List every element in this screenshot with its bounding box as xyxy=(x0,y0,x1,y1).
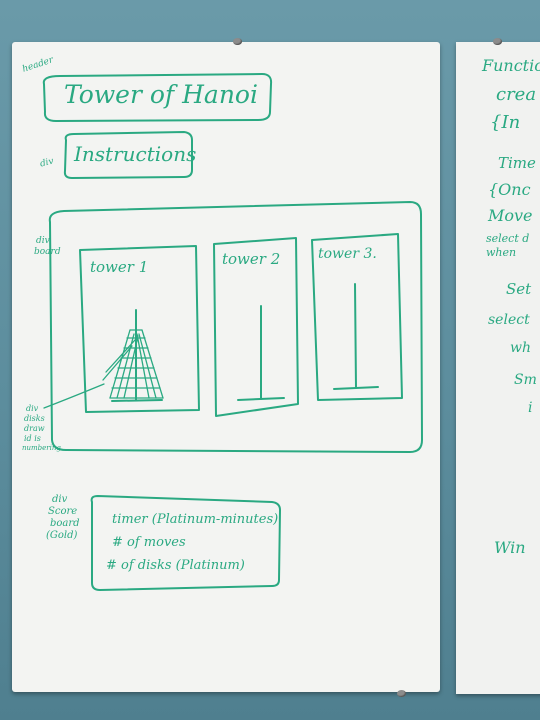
right-line: Time xyxy=(498,154,536,172)
pin xyxy=(493,38,502,45)
disks-annotation-line-1: div xyxy=(26,404,39,413)
title-box xyxy=(42,73,273,122)
title-text: Tower of Hanoi xyxy=(64,80,258,109)
pin xyxy=(397,690,406,697)
right-line: select d xyxy=(486,232,530,245)
tower-3-rod xyxy=(354,283,357,389)
score-annotation-line-4: (Gold) xyxy=(46,530,78,541)
disks-annotation-line-2: disks xyxy=(24,414,45,423)
disks-annotation-line-5: numbering xyxy=(22,444,61,452)
instructions-text: Instructions xyxy=(74,142,197,166)
right-line: select xyxy=(488,312,530,328)
tower-2-base xyxy=(237,397,285,401)
score-box xyxy=(90,495,281,591)
board-annotation-line-2: board xyxy=(34,247,61,257)
tower-2-box xyxy=(213,237,299,417)
disk-stack xyxy=(102,329,164,399)
score-line-moves: # of moves xyxy=(112,535,186,550)
score-line-timer: timer (Platinum-minutes) xyxy=(112,512,279,527)
right-line: {In xyxy=(490,112,521,133)
tower-2-label: tower 2 xyxy=(222,250,281,268)
right-line: wh xyxy=(510,340,531,356)
pin xyxy=(233,38,242,45)
instructions-box xyxy=(63,131,193,179)
tower-3-label: tower 3. xyxy=(318,246,377,262)
whiteboard-right xyxy=(456,42,540,694)
right-line: {Onc xyxy=(488,180,531,199)
disks-pointer-line xyxy=(43,383,105,409)
board-annotation-line-1: div xyxy=(36,236,50,246)
score-line-disks: # of disks (Platinum) xyxy=(106,558,245,573)
tower-3-box xyxy=(311,233,403,401)
score-annotation-line-2: Score xyxy=(48,506,78,517)
right-line: when xyxy=(486,246,517,259)
right-line: Set xyxy=(506,280,532,298)
score-annotation-line-1: div xyxy=(52,494,68,505)
tower-1-base xyxy=(111,399,163,402)
board-box xyxy=(48,201,423,453)
right-line: i xyxy=(528,400,533,416)
tower-1-label: tower 1 xyxy=(90,258,149,276)
right-line: crea xyxy=(496,84,537,105)
right-line: Functio xyxy=(482,56,540,75)
right-line: Sm xyxy=(514,372,537,388)
right-line: Move xyxy=(488,206,533,225)
score-annotation-line-3: board xyxy=(50,518,80,529)
tower-3-base xyxy=(333,386,379,390)
tower-1-box xyxy=(79,245,200,413)
right-line: Win xyxy=(494,538,526,557)
disks-annotation-line-4: id is xyxy=(24,434,41,443)
disks-annotation-line-3: draw xyxy=(24,424,45,433)
